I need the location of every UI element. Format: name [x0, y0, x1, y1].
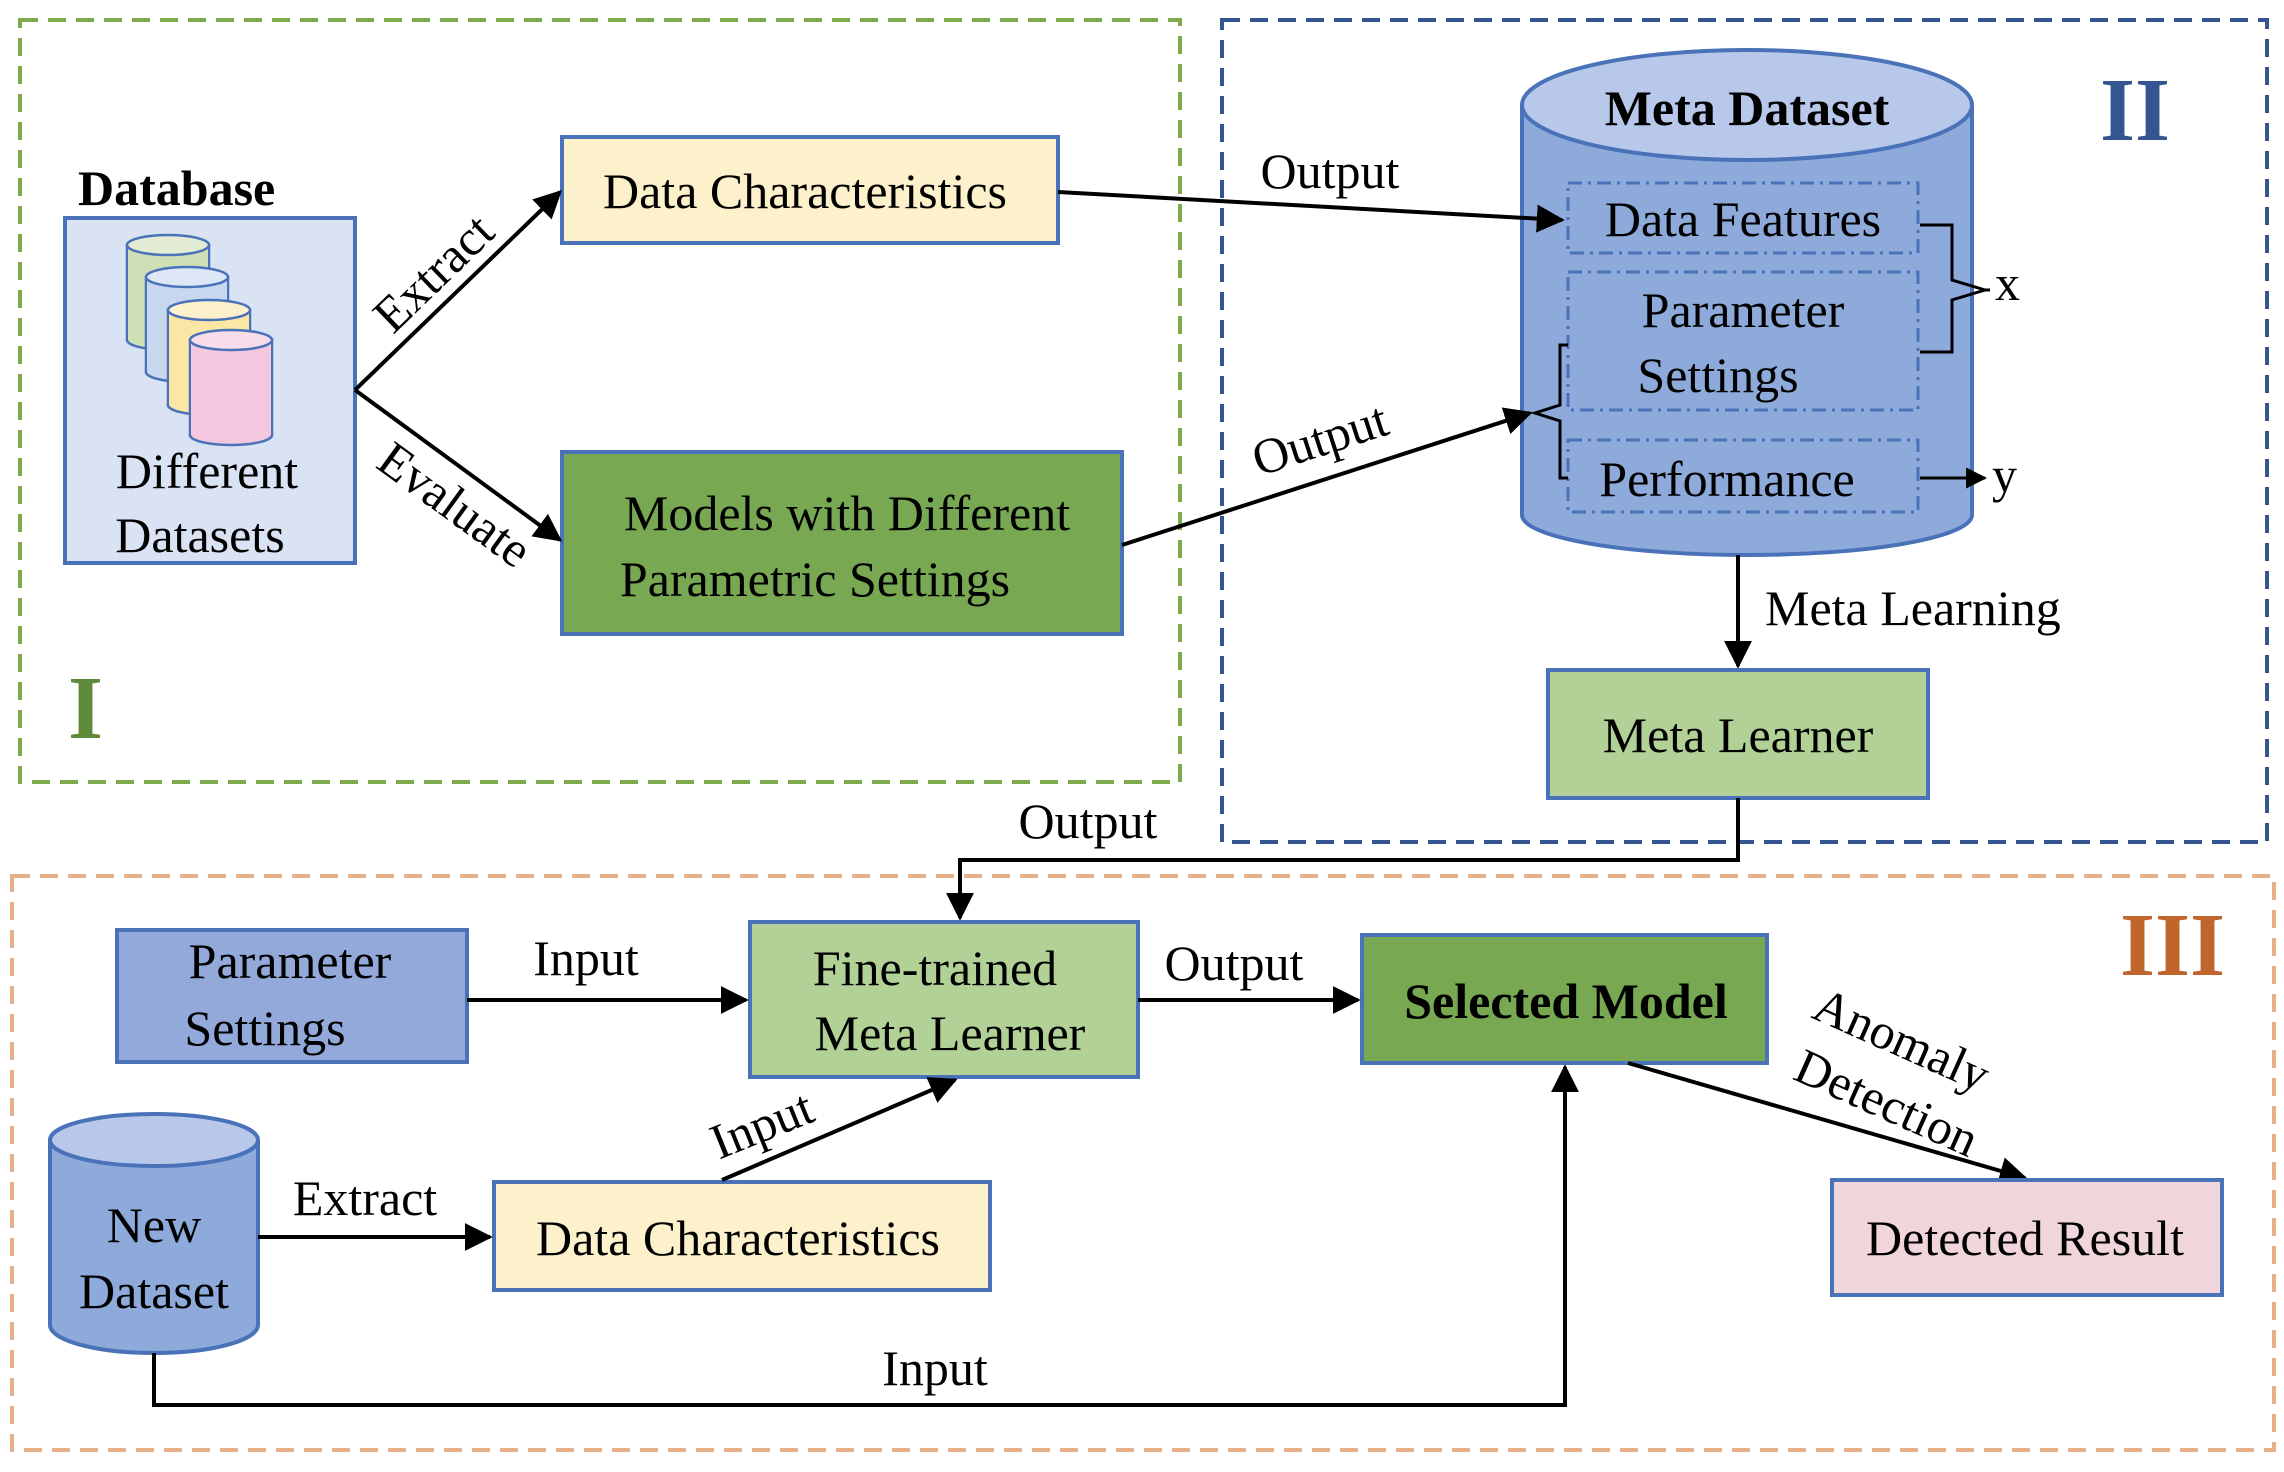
data-features-box: [1566, 181, 1920, 255]
parameter-settings-inner-line2: Settings: [1637, 347, 1798, 403]
section-three-numeral: III: [2120, 896, 2225, 995]
detected-result-box: [1830, 1178, 2224, 1297]
extract-arrow: [353, 190, 563, 392]
extract-top-label: Extract: [362, 202, 505, 343]
data-characteristics-top-box: [560, 135, 1060, 245]
char-input-label: Input: [702, 1078, 821, 1169]
section-one-frame: [18, 18, 1182, 784]
section-one-numeral: I: [68, 659, 103, 758]
evaluate-label: Evaluate: [368, 430, 542, 578]
bottom-input-label: Input: [882, 1340, 988, 1396]
output-arrow-1: [1057, 190, 1565, 233]
detected-result-label: Detected Result: [1866, 1210, 2184, 1266]
anomaly-arrow: [1627, 1061, 2028, 1185]
data-characteristics-top-label: Data Characteristics: [603, 163, 1007, 219]
fine-trained-line1: Fine-trained: [813, 940, 1057, 996]
char-input-arrow: [721, 1077, 958, 1182]
parameter-settings-line1: Parameter: [189, 933, 392, 989]
section-two-numeral: II: [2100, 61, 2170, 160]
new-dataset-line2: Dataset: [79, 1263, 229, 1319]
new-dataset-cylinder: [48, 1112, 260, 1355]
output-label-1: Output: [1261, 143, 1400, 199]
x-label: x: [1995, 255, 2020, 311]
models-box: [560, 450, 1124, 636]
parameter-settings-box: [115, 928, 469, 1064]
output-label-2: Output: [1245, 391, 1395, 487]
database-icon: [125, 233, 274, 447]
performance-label: Performance: [1599, 451, 1854, 507]
left-brace: [1530, 343, 1568, 480]
models-label-line1: Models with Different: [624, 485, 1070, 541]
output-arrow-2: [1121, 407, 1533, 547]
parameter-settings-line2: Settings: [184, 1000, 345, 1056]
data-features-label: Data Features: [1605, 191, 1881, 247]
parameter-settings-inner-box: [1566, 270, 1920, 412]
y-label: y: [1992, 447, 2017, 503]
models-label-line2: Parametric Settings: [620, 551, 1010, 607]
data-characteristics-bottom-label: Data Characteristics: [536, 1210, 940, 1266]
meta-learner-output-label: Output: [1019, 793, 1158, 849]
fine-trained-line2: Meta Learner: [815, 1005, 1086, 1061]
evaluate-arrow: [353, 388, 563, 542]
meta-learner-output-arrow: [946, 798, 1740, 921]
meta-dataset-title: Meta Dataset: [1605, 80, 1890, 136]
meta-learner-box: [1546, 668, 1930, 800]
params-input-label: Input: [533, 930, 639, 986]
database-title: Database: [78, 160, 275, 216]
database-label-line1: Different: [116, 443, 298, 499]
selected-model-label: Selected Model: [1404, 973, 1728, 1029]
fine-trained-box: [748, 920, 1140, 1079]
meta-dataset-cylinder: [1520, 48, 1974, 557]
bottom-input-arrow: [152, 1064, 1579, 1407]
selected-output-label: Output: [1165, 935, 1304, 991]
database-label-line2: Datasets: [115, 507, 284, 563]
extract-bottom-label: Extract: [293, 1170, 437, 1226]
data-characteristics-bottom-box: [492, 1180, 992, 1292]
meta-learning-label: Meta Learning: [1765, 580, 2061, 636]
section-two-frame: [1220, 18, 2269, 844]
section-three-frame: [10, 874, 2276, 1452]
parameter-settings-inner-line1: Parameter: [1642, 282, 1845, 338]
meta-learner-label: Meta Learner: [1603, 707, 1874, 763]
performance-box: [1566, 438, 1920, 514]
selected-model-box: [1360, 933, 1769, 1065]
new-dataset-line1: New: [107, 1197, 201, 1253]
